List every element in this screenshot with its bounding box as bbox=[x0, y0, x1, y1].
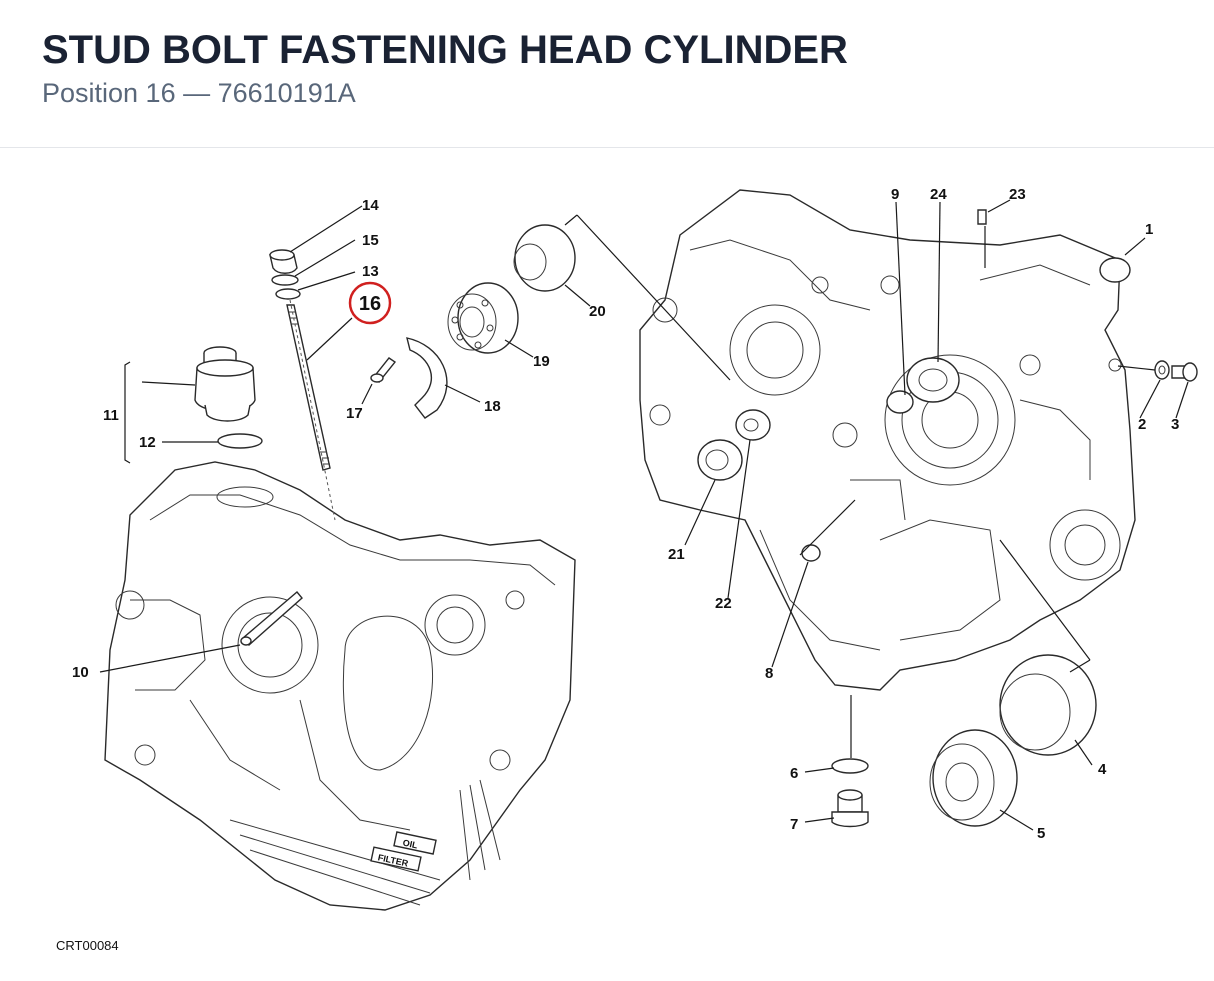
retaining-clip-part-18 bbox=[406, 337, 448, 419]
header: STUD BOLT FASTENING HEAD CYLINDER Positi… bbox=[0, 0, 1214, 148]
screw-part-17 bbox=[370, 357, 397, 383]
callout-24: 24 bbox=[930, 186, 947, 203]
callout-20: 20 bbox=[589, 303, 606, 320]
bearing-part-5 bbox=[929, 729, 1018, 827]
callout-11: 11 bbox=[103, 407, 119, 424]
seal-part-20 bbox=[513, 224, 576, 292]
callout-15: 15 bbox=[362, 232, 379, 249]
oil-stamp-text: OIL bbox=[402, 838, 419, 851]
bearing-part-19 bbox=[447, 282, 519, 354]
o-ring-part-13 bbox=[275, 288, 301, 300]
bracket-part-11 bbox=[124, 361, 131, 464]
callout-labels: 1 2 3 4 5 6 7 8 9 10 11 12 13 14 15 17 1… bbox=[72, 186, 1179, 842]
washer-part-15 bbox=[271, 274, 299, 286]
plug-part-7 bbox=[831, 789, 869, 828]
callout-5: 5 bbox=[1037, 825, 1045, 842]
callout-10: 10 bbox=[72, 664, 89, 681]
washer-part-6 bbox=[831, 758, 869, 774]
callout-22: 22 bbox=[715, 595, 732, 612]
callout-13: 13 bbox=[362, 263, 379, 280]
bearing-part-24 bbox=[906, 357, 960, 403]
callout-4: 4 bbox=[1098, 761, 1107, 778]
bearing-part-21 bbox=[697, 439, 743, 481]
washer-part-22 bbox=[735, 409, 771, 441]
o-ring-part-12 bbox=[217, 433, 263, 449]
circlip-part-9 bbox=[886, 390, 914, 414]
page-subtitle: Position 16 — 76610191A bbox=[42, 78, 356, 108]
screw-part-3 bbox=[1171, 362, 1198, 382]
callout-23: 23 bbox=[1009, 186, 1026, 203]
leader-lines bbox=[99, 199, 1189, 831]
drawing-code: CRT00084 bbox=[56, 938, 119, 953]
callout-1: 1 bbox=[1145, 221, 1153, 238]
o-ring-part-8 bbox=[801, 544, 821, 562]
washer-part-2 bbox=[1154, 360, 1170, 380]
callout-12: 12 bbox=[139, 434, 156, 451]
callout-6: 6 bbox=[790, 765, 798, 782]
callout-16: 16 bbox=[359, 293, 381, 315]
callout-7: 7 bbox=[790, 816, 798, 833]
callout-8: 8 bbox=[765, 665, 773, 682]
highlighted-callout-16[interactable]: 16 bbox=[348, 281, 392, 325]
highlight-ring bbox=[348, 281, 392, 325]
callout-2: 2 bbox=[1138, 416, 1146, 433]
page-title: STUD BOLT FASTENING HEAD CYLINDER bbox=[42, 28, 848, 72]
right-crankcase-half bbox=[639, 189, 1136, 691]
cap-assembly-part-11 bbox=[194, 346, 256, 422]
callout-14: 14 bbox=[362, 197, 379, 214]
nut-part-14 bbox=[269, 249, 298, 274]
callout-9: 9 bbox=[891, 186, 899, 203]
callout-19: 19 bbox=[533, 353, 550, 370]
callout-3: 3 bbox=[1171, 416, 1179, 433]
callout-17: 17 bbox=[346, 405, 363, 422]
seal-part-4 bbox=[999, 654, 1097, 756]
exploded-parts-diagram: OIL FILTER bbox=[72, 186, 1198, 911]
callout-21: 21 bbox=[668, 546, 685, 563]
left-crankcase-half: OIL FILTER bbox=[104, 461, 576, 911]
stud-bolt-part-16 bbox=[286, 304, 331, 471]
dowel-part-23 bbox=[977, 209, 987, 225]
callout-18: 18 bbox=[484, 398, 501, 415]
